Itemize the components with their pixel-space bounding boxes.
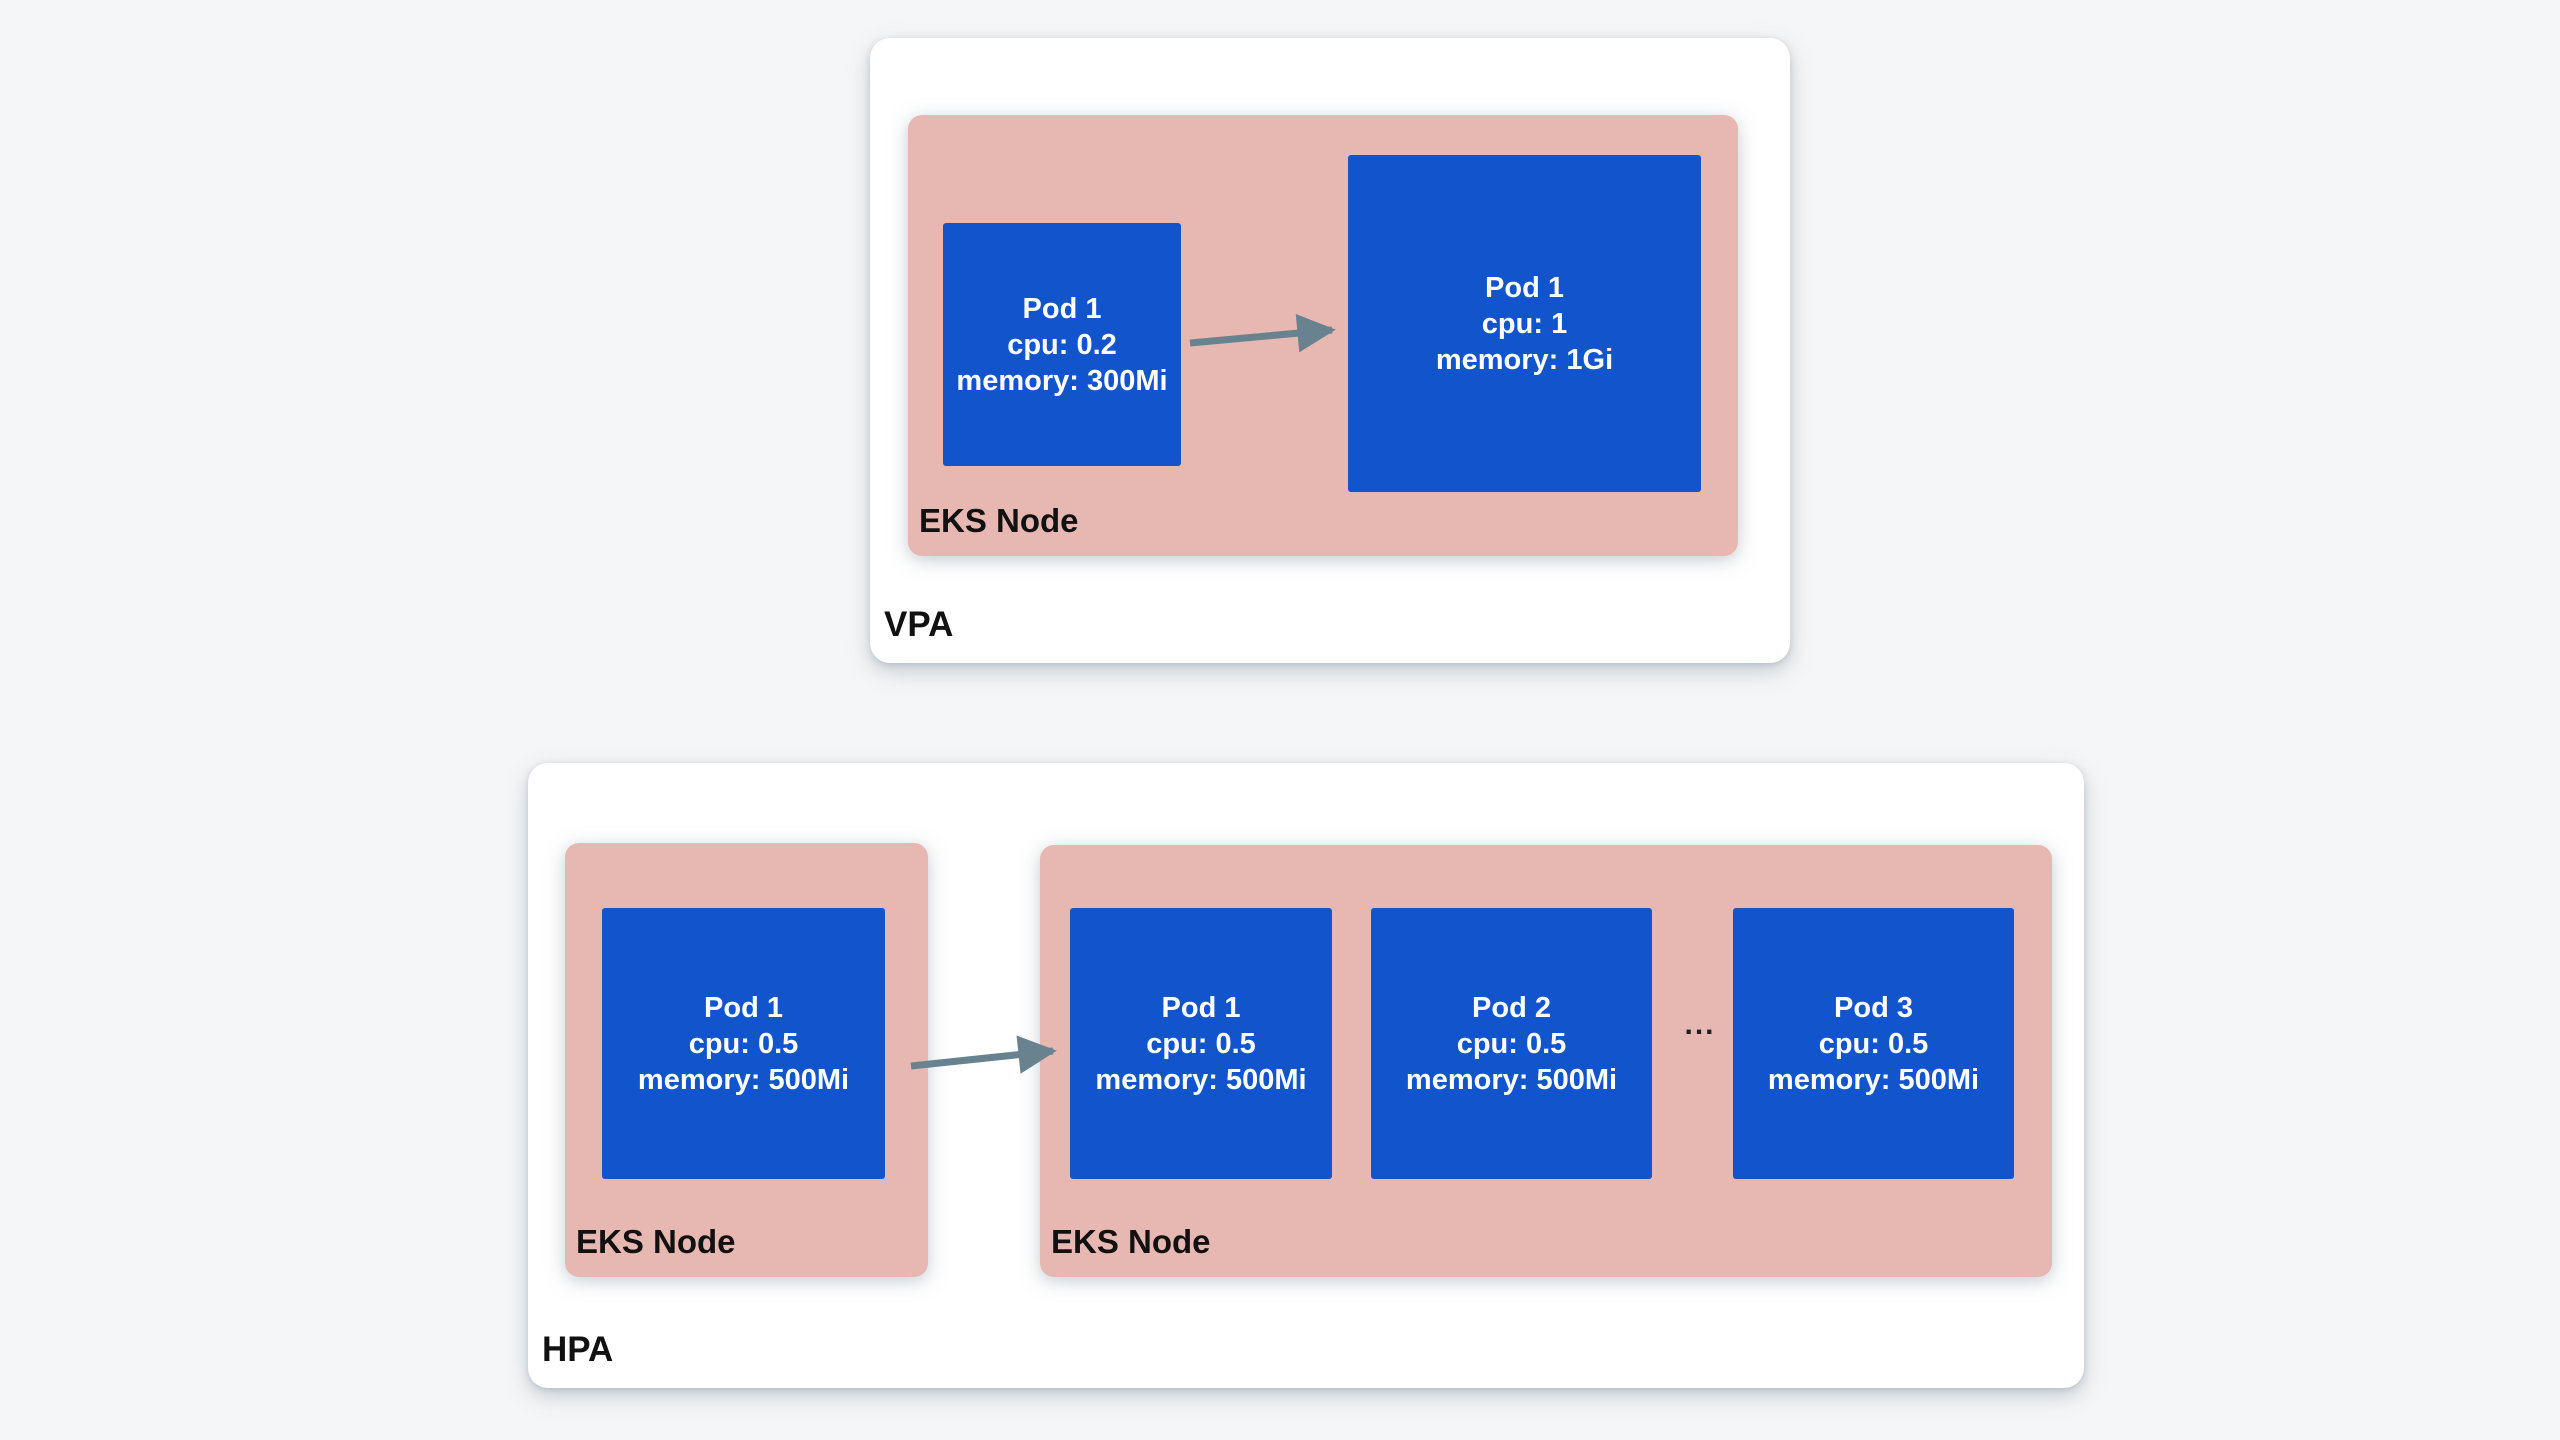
hpa-pod-2: Pod 2 cpu: 0.5 memory: 500Mi bbox=[1371, 908, 1652, 1179]
pod-name: Pod 2 bbox=[1472, 991, 1551, 1024]
pod-memory: memory: 500Mi bbox=[1767, 1063, 1980, 1096]
vpa-pod-after-scaling: Pod 1 cpu: 1 memory: 1Gi bbox=[1348, 155, 1701, 492]
hpa-pod-3: Pod 3 cpu: 0.5 memory: 500Mi bbox=[1733, 908, 2014, 1179]
hpa-title: HPA bbox=[542, 1330, 614, 1369]
pod-cpu: cpu: 0.5 bbox=[1146, 1027, 1256, 1060]
pod-memory: memory: 500Mi bbox=[637, 1063, 850, 1096]
hpa-eks-node-before: Pod 1 cpu: 0.5 memory: 500Mi EKS Node bbox=[565, 843, 928, 1277]
eks-node-label: EKS Node bbox=[1051, 1223, 1211, 1260]
pod-name: Pod 1 bbox=[1485, 271, 1564, 304]
pod-memory: memory: 1Gi bbox=[1435, 343, 1614, 376]
pod-memory: memory: 500Mi bbox=[1095, 1063, 1307, 1096]
vpa-eks-node: Pod 1 cpu: 0.2 memory: 300Mi Pod 1 cpu: … bbox=[908, 115, 1738, 556]
vpa-pod-before-scaling: Pod 1 cpu: 0.2 memory: 300Mi bbox=[943, 223, 1181, 466]
vpa-title: VPA bbox=[884, 605, 954, 644]
vpa-diagram-card: Pod 1 cpu: 0.2 memory: 300Mi Pod 1 cpu: … bbox=[870, 38, 1790, 663]
eks-node-label: EKS Node bbox=[576, 1223, 736, 1260]
pod-name: Pod 1 bbox=[1161, 991, 1241, 1024]
pod-cpu: cpu: 1 bbox=[1481, 307, 1568, 340]
pod-cpu: cpu: 0.5 bbox=[688, 1027, 799, 1060]
pod-memory: memory: 300Mi bbox=[956, 364, 1168, 397]
hpa-eks-node-after: Pod 1 cpu: 0.5 memory: 500Mi Pod 2 cpu: … bbox=[1040, 845, 2052, 1277]
hpa-diagram-card: Pod 1 cpu: 0.5 memory: 500Mi EKS Node Po… bbox=[528, 763, 2084, 1388]
pod-cpu: cpu: 0.5 bbox=[1818, 1027, 1929, 1060]
hpa-pod-before-scaling: Pod 1 cpu: 0.5 memory: 500Mi bbox=[602, 908, 885, 1179]
hpa-pod-1: Pod 1 cpu: 0.5 memory: 500Mi bbox=[1070, 908, 1332, 1179]
pod-cpu: cpu: 0.2 bbox=[1007, 328, 1117, 361]
pod-cpu: cpu: 0.5 bbox=[1456, 1027, 1567, 1060]
pod-memory: memory: 500Mi bbox=[1405, 1063, 1618, 1096]
pod-name: Pod 1 bbox=[1022, 292, 1102, 325]
pod-name: Pod 1 bbox=[704, 991, 783, 1024]
pod-name: Pod 3 bbox=[1834, 991, 1913, 1024]
more-pods-ellipsis: ... bbox=[1684, 1008, 1716, 1041]
eks-node-label: EKS Node bbox=[919, 502, 1079, 539]
